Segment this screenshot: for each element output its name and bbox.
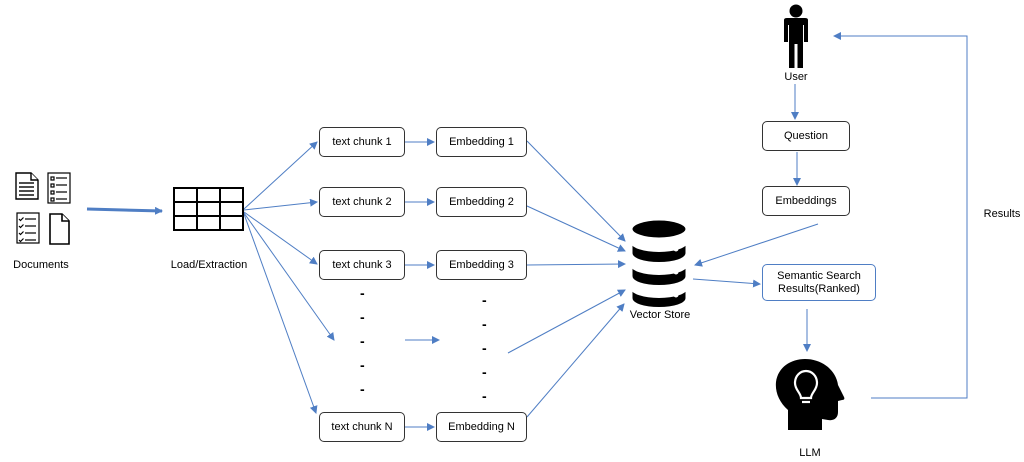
semantic-search-results-box: Semantic Search Results(Ranked) xyxy=(762,264,876,301)
arrow-load-to-ellipsis xyxy=(243,212,335,341)
embedding-3: Embedding 3 xyxy=(436,250,527,280)
arrow-load-to-chunk-3 xyxy=(243,211,318,265)
document-icon xyxy=(49,213,70,245)
llm-label: LLM xyxy=(799,447,821,459)
query-embeddings-box: Embeddings xyxy=(762,186,850,216)
text-chunk-1: text chunk 1 xyxy=(319,127,405,157)
checklist-icon xyxy=(47,172,71,204)
ellipsis-dash: - xyxy=(482,364,487,380)
text-chunk-n: text chunk N xyxy=(319,412,405,442)
arrow-store-to-search xyxy=(692,278,761,288)
arrow-load-to-chunk-2 xyxy=(243,198,318,211)
arrow-embedding-3-to-store xyxy=(526,260,626,269)
results-label: Results xyxy=(983,208,1021,220)
arrow-load-to-chunk-1 xyxy=(243,141,318,210)
text-chunk-3: text chunk 3 xyxy=(319,250,405,280)
ellipsis-dash: - xyxy=(482,292,487,308)
text-chunk-2: text chunk 2 xyxy=(319,187,405,217)
ellipsis-dash: - xyxy=(360,285,365,301)
question-box: Question xyxy=(762,121,850,151)
arrow-llm-results-to-user xyxy=(833,32,968,399)
vector-store-label: Vector Store xyxy=(629,309,691,321)
arrow-embeddings-to-store xyxy=(694,223,819,267)
arrow-embedding-2-to-store xyxy=(526,205,626,252)
embedding-n: Embedding N xyxy=(436,412,527,442)
ellipsis-dash: - xyxy=(482,316,487,332)
ellipsis-dash: - xyxy=(360,333,365,349)
arrow-ellipsis-to-store xyxy=(507,289,626,354)
ellipsis-dash: - xyxy=(482,340,487,356)
arrow-embedding-n-to-store xyxy=(526,303,625,418)
arrow-load-to-chunk-n xyxy=(243,213,318,414)
document-icon xyxy=(15,172,39,200)
ellipsis-dash: - xyxy=(360,309,365,325)
embedding-2: Embedding 2 xyxy=(436,187,527,217)
load-extraction-label: Load/Extraction xyxy=(170,259,248,271)
checklist-icon xyxy=(16,212,40,244)
embedding-1: Embedding 1 xyxy=(436,127,527,157)
ellipsis-dash: - xyxy=(360,357,365,373)
ellipsis-dash: - xyxy=(482,388,487,404)
arrow-docs-to-load xyxy=(86,206,163,215)
user-label: User xyxy=(784,71,808,83)
arrow-embedding-1-to-store xyxy=(526,140,626,242)
ellipsis-dash: - xyxy=(360,381,365,397)
documents-label: Documents xyxy=(13,259,69,271)
